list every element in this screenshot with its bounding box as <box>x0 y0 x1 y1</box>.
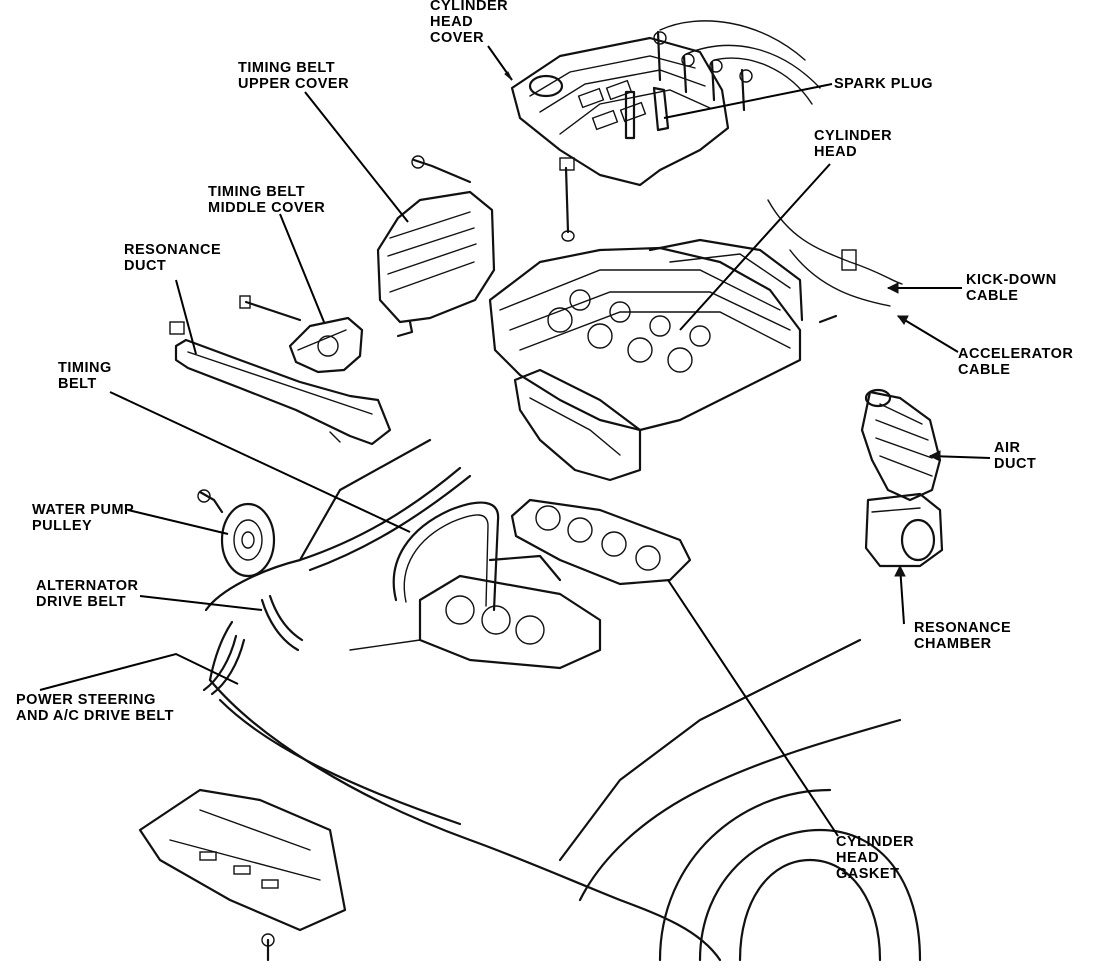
label-line: POWER STEERING <box>16 692 156 708</box>
label-line: HEAD <box>430 14 474 30</box>
air-duct-drawing <box>860 388 942 502</box>
label-line: TIMING BELT <box>238 60 336 76</box>
label-line: ALTERNATOR <box>36 578 139 594</box>
label-line: COVER <box>430 30 485 46</box>
label-power-steering-ac-drive-belt: POWER STEERING AND A/C DRIVE BELT <box>16 692 174 724</box>
label-cylinder-head-cover: CYLINDER HEAD COVER <box>430 0 508 46</box>
label-line: ACCELERATOR <box>958 346 1074 362</box>
label-line: CHAMBER <box>914 636 992 652</box>
label-timing-belt-middle-cover: TIMING BELT MIDDLE COVER <box>208 184 325 216</box>
cables-drawing <box>767 199 903 324</box>
timing-belt-middle-cover-drawing <box>239 295 364 374</box>
label-line: CYLINDER <box>430 0 509 14</box>
label-line: DUCT <box>994 456 1037 472</box>
label-water-pump-pulley: WATER PUMP PULLEY <box>32 502 134 534</box>
label-air-duct: AIR DUCT <box>994 440 1036 472</box>
leader-lines <box>39 45 991 837</box>
timing-belt-drawing <box>392 501 500 612</box>
label-line: CABLE <box>958 362 1011 378</box>
timing-belt-upper-cover-drawing <box>376 155 496 338</box>
label-line: TIMING BELT <box>208 184 306 200</box>
label-line: TIMING <box>58 360 112 376</box>
label-line: AND A/C DRIVE BELT <box>16 708 175 724</box>
label-line: MIDDLE COVER <box>208 200 326 216</box>
label-line: WATER PUMP <box>32 502 135 518</box>
label-line: BELT <box>58 376 97 392</box>
label-cylinder-head: CYLINDER HEAD <box>814 128 892 160</box>
resonance-duct-drawing <box>169 321 392 446</box>
spark-plug-drawing <box>652 20 821 132</box>
label-line: CABLE <box>966 288 1019 304</box>
cylinder-head-drawing <box>488 157 804 482</box>
resonance-chamber-drawing <box>864 492 944 568</box>
label-line: RESONANCE <box>124 242 222 258</box>
label-line: CYLINDER <box>814 128 893 144</box>
water-pump-pulley-drawing <box>197 489 276 578</box>
label-cylinder-head-gasket: CYLINDER HEAD GASKET <box>836 834 914 882</box>
label-line: KICK-DOWN <box>966 272 1057 288</box>
label-resonance-duct: RESONANCE DUCT <box>124 242 221 274</box>
power-steering-belt-drawing <box>202 634 246 696</box>
label-line: PULLEY <box>32 518 93 534</box>
label-timing-belt: TIMING BELT <box>58 360 112 392</box>
label-line: DUCT <box>124 258 167 274</box>
cylinder-head-gasket-drawing <box>510 498 692 586</box>
under-cover-drawing <box>138 788 347 962</box>
label-line: CYLINDER <box>836 834 915 850</box>
label-line: AIR <box>994 440 1021 456</box>
label-resonance-chamber: RESONANCE CHAMBER <box>914 620 1011 652</box>
label-line: HEAD <box>814 144 858 160</box>
alternator-drive-belt-drawing <box>260 594 304 652</box>
label-line: SPARK PLUG <box>834 76 933 92</box>
label-spark-plug: SPARK PLUG <box>834 76 933 92</box>
label-line: RESONANCE <box>914 620 1012 636</box>
label-accelerator-cable: ACCELERATOR CABLE <box>958 346 1073 378</box>
label-alternator-drive-belt: ALTERNATOR DRIVE BELT <box>36 578 138 610</box>
engine-block-drawing <box>349 554 602 670</box>
car-body-drawing <box>204 438 922 962</box>
label-line: GASKET <box>836 866 900 882</box>
label-line: UPPER COVER <box>238 76 350 92</box>
label-line: DRIVE BELT <box>36 594 127 610</box>
label-line: HEAD <box>836 850 880 866</box>
label-kick-down-cable: KICK-DOWN CABLE <box>966 272 1057 304</box>
label-timing-belt-upper-cover: TIMING BELT UPPER COVER <box>238 60 349 92</box>
cylinder-head-cover-drawing <box>510 36 730 187</box>
